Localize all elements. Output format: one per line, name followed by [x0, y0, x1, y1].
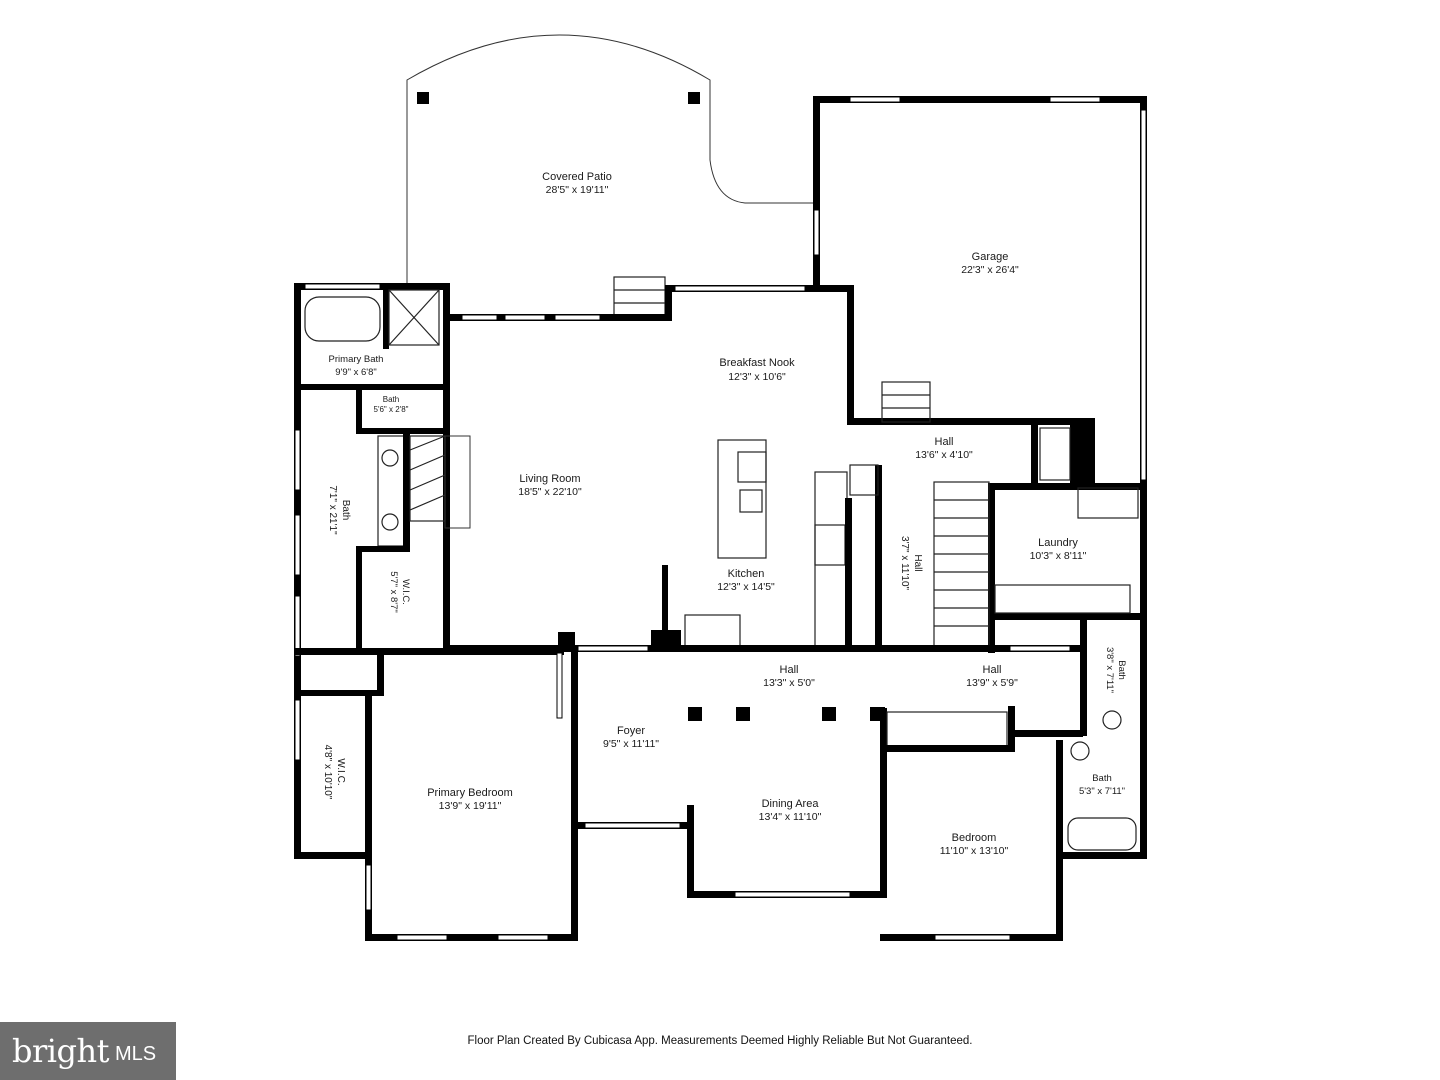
dining-area-dim: 13'4" x 11'10"	[759, 811, 822, 823]
living-room-dim: 18'5" x 22'10"	[518, 486, 582, 498]
bath-left-dim: 7'1" x 21'1"	[327, 485, 338, 535]
kitchen-name: Kitchen	[728, 568, 765, 580]
bath-left-name: Bath	[340, 500, 351, 521]
primary-bedroom-dim: 13'9" x 19'11"	[439, 800, 502, 812]
bath-right-name: Bath	[1116, 660, 1127, 680]
bath-lower-name: Bath	[1092, 773, 1112, 784]
bath-small-dim: 5'6" x 2'8"	[374, 405, 409, 414]
hall-vertical-name: Hall	[912, 554, 923, 571]
hall-upper-dim: 13'6" x 4'10"	[915, 449, 973, 461]
kitchen-dim: 12'3" x 14'5"	[717, 581, 775, 593]
bedroom-dim: 11'10" x 13'10"	[940, 845, 1009, 857]
hall-upper-name: Hall	[935, 436, 954, 448]
patio-steps	[613, 276, 931, 423]
hall-center-name: Hall	[780, 664, 799, 676]
logo-suffix: MLS	[114, 1042, 157, 1065]
breakfast-nook-dim: 12'3" x 10'6"	[728, 371, 786, 383]
garage-dim: 22'3" x 26'4"	[961, 264, 1019, 276]
main-walls	[294, 283, 1147, 941]
hall-right-dim: 13'9" x 5'9"	[966, 677, 1018, 689]
footer-disclaimer: Floor Plan Created By Cubicasa App. Meas…	[467, 1035, 973, 1047]
garage-walls	[813, 96, 1147, 488]
bath-lower-dim: 5'3" x 7'11"	[1079, 786, 1125, 797]
wic-small-dim: 5'7" x 8'7"	[388, 571, 399, 613]
bath-right-dim: 3'8" x 7'11"	[1104, 647, 1115, 693]
laundry-name: Laundry	[1038, 537, 1078, 549]
foyer-name: Foyer	[617, 725, 645, 737]
covered-patio-name: Covered Patio	[542, 171, 612, 183]
wic-primary-dim: 4'8" x 10'10"	[322, 745, 333, 800]
bedroom-name: Bedroom	[952, 832, 997, 844]
foyer-dim: 9'5" x 11'11"	[603, 738, 659, 750]
covered-patio-dim: 28'5" x 19'11"	[546, 184, 609, 196]
covered-patio-outline	[406, 34, 815, 285]
hall-vertical-dim: 3'7" x 11'10"	[899, 536, 910, 591]
living-room-name: Living Room	[519, 473, 580, 485]
floor-plan: Covered Patio 28'5" x 19'11" Garage 22'3…	[294, 34, 1147, 941]
wic-primary-name: W.I.C.	[335, 758, 346, 785]
primary-bath-name: Primary Bath	[329, 354, 384, 365]
primary-bath-dim: 9'9" x 6'8"	[335, 367, 377, 378]
garage-name: Garage	[972, 251, 1009, 263]
hall-center-dim: 13'3" x 5'0"	[763, 677, 815, 689]
hall-right-name: Hall	[983, 664, 1002, 676]
bright-mls-logo: bright MLS	[0, 1022, 176, 1080]
dining-area-name: Dining Area	[762, 798, 820, 810]
logo-brand: bright	[12, 1032, 109, 1070]
bath-small-name: Bath	[383, 395, 399, 404]
wic-small-name: W.I.C.	[400, 579, 411, 605]
room-labels: Covered Patio 28'5" x 19'11" Garage 22'3…	[322, 171, 1127, 857]
breakfast-nook-name: Breakfast Nook	[719, 357, 795, 369]
laundry-dim: 10'3" x 8'11"	[1030, 550, 1087, 562]
primary-bedroom-name: Primary Bedroom	[427, 787, 513, 799]
